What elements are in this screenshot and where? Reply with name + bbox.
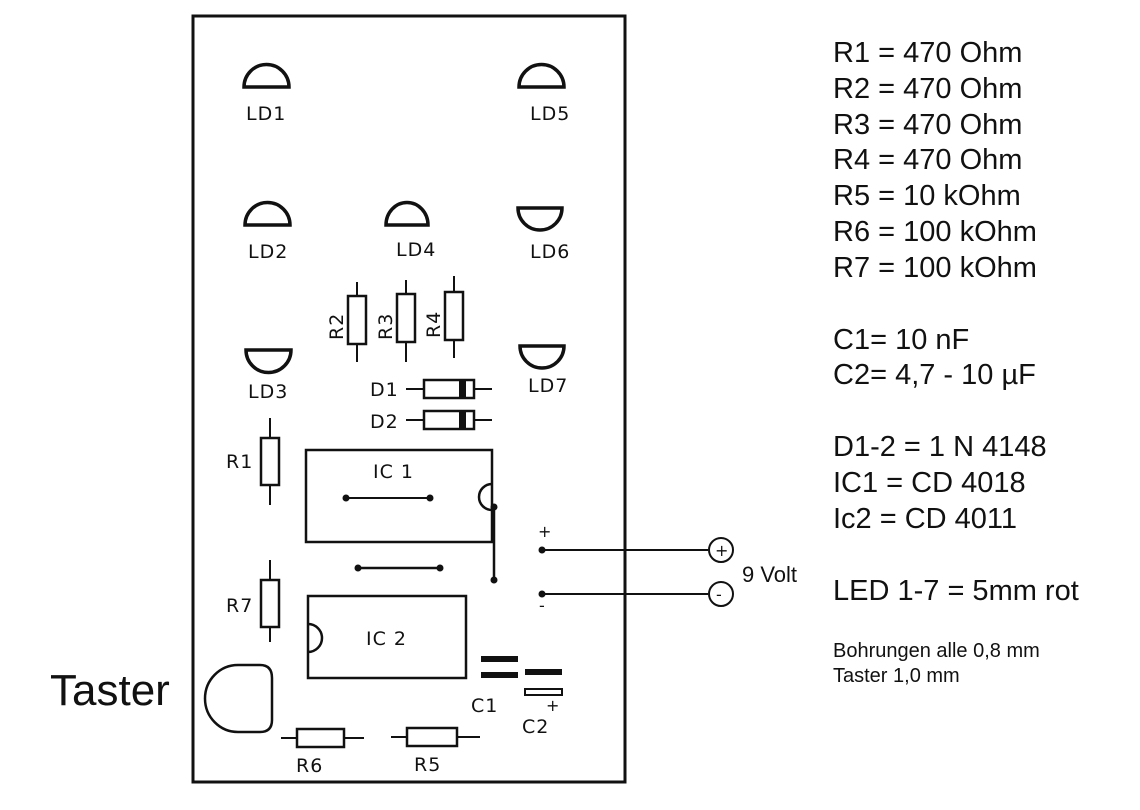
resistor-r5: R5 (391, 726, 480, 776)
plus-sign: + (538, 522, 551, 541)
terminal-minus-symbol: - (716, 585, 722, 604)
led-ld7-label: LD7 (528, 375, 568, 397)
led-ld2: LD2 (243, 200, 292, 263)
led-ld1: LD1 (242, 62, 291, 125)
resistor-r2: R2 (326, 282, 368, 362)
led-ld4: LD4 (384, 200, 436, 261)
ic-ic2-label: IC 2 (366, 628, 407, 650)
ic-ic1-label: IC 1 (373, 461, 414, 483)
legend-r5: R5 = 10 kOhm (833, 180, 1021, 213)
led-ld5-label: LD5 (530, 103, 570, 125)
legend-c1: C1= 10 nF (833, 323, 970, 356)
pcb-board-outline (191, 14, 627, 784)
legend-r7: R7 = 100 kOhm (833, 251, 1037, 284)
ic-ic2: IC 2 (306, 594, 468, 680)
capacitor-c1: C1 (471, 656, 518, 717)
capacitor-c1-label: C1 (471, 695, 498, 717)
resistor-r3-label: R3 (375, 313, 397, 340)
led-ld7: LD7 (518, 344, 568, 397)
legend-r2: R2 = 470 Ohm (833, 72, 1023, 105)
led-ld5: LD5 (517, 62, 570, 125)
resistor-r3: R3 (375, 280, 417, 362)
minus-sign: - (539, 596, 545, 615)
legend-ic2: Ic2 = CD 4011 (833, 502, 1018, 535)
supply-terminals: + - + - 9 Volt (538, 522, 797, 615)
resistor-r7: R7 (226, 560, 281, 642)
led-ld2-label: LD2 (248, 241, 288, 263)
legend-r3: R3 = 470 Ohm (833, 108, 1023, 141)
legend-r1: R1 = 470 Ohm (833, 37, 1023, 69)
jumper-wire (354, 564, 444, 572)
resistor-r7-label: R7 (226, 595, 253, 617)
diode-d2-label: D2 (370, 411, 399, 433)
resistor-r4-label: R4 (423, 311, 445, 338)
legend-ic1: IC1 = CD 4018 (833, 466, 1026, 499)
legend-r4: R4 = 470 Ohm (833, 144, 1023, 177)
resistor-r1: R1 (226, 418, 281, 505)
push-button-taster: Taster (50, 663, 274, 734)
capacitor-c2-label: C2 (522, 716, 549, 738)
taster-label: Taster (50, 666, 170, 715)
led-ld3: LD3 (244, 348, 293, 403)
diode-d2: D2 (370, 409, 492, 433)
led-ld1-label: LD1 (246, 103, 286, 125)
parts-legend: R1 = 470 Ohm R2 = 470 Ohm R3 = 470 Ohm R… (833, 36, 1079, 689)
resistor-r1-label: R1 (226, 451, 253, 473)
legend-diodes: D1-2 = 1 N 4148 (833, 431, 1047, 464)
diode-d1-label: D1 (370, 379, 399, 401)
capacitor-c2-polarity: + (546, 696, 559, 715)
led-ld4-label: LD4 (396, 239, 436, 261)
diode-d1: D1 (370, 378, 492, 401)
voltage-label: 9 Volt (742, 562, 797, 587)
led-ld6-label: LD6 (530, 241, 570, 263)
terminal-plus-symbol: + (715, 541, 728, 560)
capacitor-c2: + C2 (522, 669, 563, 738)
resistor-r2-label: R2 (326, 313, 348, 340)
resistor-r6: R6 (281, 727, 364, 777)
legend-c2: C2= 4,7 - 10 µF (833, 359, 1036, 392)
resistor-r4: R4 (423, 276, 465, 358)
ic-ic1: IC 1 (304, 448, 494, 544)
led-ld3-label: LD3 (248, 381, 288, 403)
legend-led: LED 1-7 = 5mm rot (833, 574, 1079, 607)
legend-r6: R6 = 100 kOhm (833, 215, 1037, 248)
led-ld6: LD6 (516, 206, 570, 263)
legend-note-button: Taster 1,0 mm (833, 665, 960, 688)
resistor-r6-label: R6 (296, 755, 323, 777)
wire-ic1-to-supply (490, 503, 498, 584)
resistor-r5-label: R5 (414, 754, 441, 776)
legend-note-drill: Bohrungen alle 0,8 mm (833, 640, 1040, 663)
